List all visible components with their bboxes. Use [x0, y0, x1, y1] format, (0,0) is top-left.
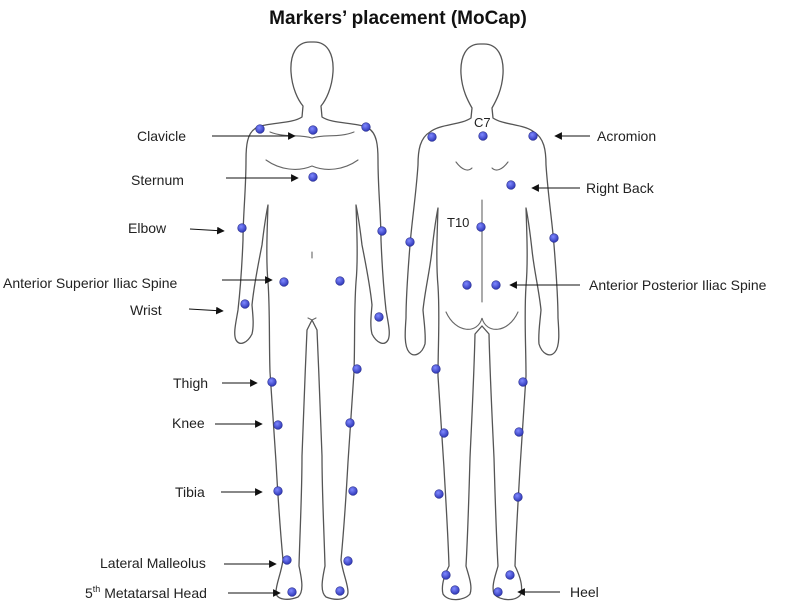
- marker-elbow-left: [237, 223, 247, 233]
- marker-elbow-back-left: [405, 237, 415, 247]
- marker-clavicle-center: [308, 125, 318, 135]
- marker-wrist-right: [374, 312, 384, 322]
- marker-thigh-right: [352, 364, 362, 374]
- marker-clavicle-right: [361, 122, 371, 132]
- arrow-elbow: [189, 226, 225, 235]
- marker-asis-right: [335, 276, 345, 286]
- label-apis: Anterior Posterior Iliac Spine: [589, 277, 767, 293]
- marker-right-back: [506, 180, 516, 190]
- marker-elbow-right: [377, 226, 387, 236]
- marker-elbow-back-right: [549, 233, 559, 243]
- marker-malleolus-left: [282, 555, 292, 565]
- label-thigh: Thigh: [173, 375, 208, 391]
- label-clavicle: Clavicle: [137, 128, 186, 144]
- marker-knee-back-right: [514, 427, 524, 437]
- back-body-figure: [404, 43, 560, 601]
- back-markers: [405, 131, 559, 597]
- label-metatarsal-number: 5: [85, 585, 93, 601]
- marker-thigh-back-left: [431, 364, 441, 374]
- label-t10: T10: [447, 215, 469, 230]
- marker-heel-right: [493, 587, 503, 597]
- marker-thigh-left: [267, 377, 277, 387]
- front-markers: [237, 122, 387, 597]
- label-right-back: Right Back: [586, 180, 655, 196]
- label-lateral-malleolus: Lateral Malleolus: [100, 555, 206, 571]
- marker-malleolus-right: [343, 556, 353, 566]
- label-sternum: Sternum: [131, 172, 184, 188]
- diagram-title: Markers’ placement (MoCap): [269, 8, 527, 29]
- marker-clavicle-left: [255, 124, 265, 134]
- back-shoulder-blade-lines: [455, 161, 509, 171]
- marker-knee-left: [273, 420, 283, 430]
- annotation-arrows: [188, 132, 590, 597]
- marker-acromion-left: [427, 132, 437, 142]
- front-collar-lines: [269, 131, 355, 139]
- label-c7: C7: [474, 115, 491, 130]
- label-knee: Knee: [172, 415, 205, 431]
- marker-knee-back-left: [439, 428, 449, 438]
- arrow-wrist: [188, 306, 224, 315]
- marker-knee-right: [345, 418, 355, 428]
- marker-sternum: [308, 172, 318, 182]
- label-asis: Anterior Superior Iliac Spine: [3, 275, 178, 291]
- front-crotch-line: [307, 317, 317, 321]
- front-body-outline: [234, 41, 390, 600]
- label-wrist: Wrist: [130, 302, 162, 318]
- marker-c7: [478, 131, 488, 141]
- marker-malleolus-back-right: [505, 570, 515, 580]
- label-heel: Heel: [570, 584, 599, 600]
- label-tibia: Tibia: [175, 484, 205, 500]
- marker-thigh-back-right: [518, 377, 528, 387]
- marker-metatarsal-left: [287, 587, 297, 597]
- marker-heel-left: [450, 585, 460, 595]
- label-metatarsal-superscript: th: [93, 584, 101, 594]
- label-elbow: Elbow: [128, 220, 167, 236]
- label-acromion: Acromion: [597, 128, 656, 144]
- front-chest-lines: [265, 159, 359, 170]
- marker-metatarsal-right: [335, 586, 345, 596]
- label-metatarsal-text: Metatarsal Head: [100, 585, 207, 601]
- marker-tibia-right: [348, 486, 358, 496]
- marker-t10: [476, 222, 486, 232]
- marker-malleolus-back-left: [441, 570, 451, 580]
- marker-acromion-right: [528, 131, 538, 141]
- marker-asis-left: [279, 277, 289, 287]
- marker-tibia-back-left: [434, 489, 444, 499]
- marker-wrist-left: [240, 299, 250, 309]
- marker-apis-left: [462, 280, 472, 290]
- back-buttock-lines: [445, 311, 519, 330]
- marker-tibia-left: [273, 486, 283, 496]
- label-metatarsal-head: 5th Metatarsal Head: [85, 584, 207, 601]
- annotation-labels: Clavicle Sternum Elbow Anterior Superior…: [3, 115, 767, 601]
- back-body-outline: [404, 43, 560, 601]
- marker-tibia-back-right: [513, 492, 523, 502]
- front-body-figure: [234, 41, 390, 600]
- marker-apis-right: [491, 280, 501, 290]
